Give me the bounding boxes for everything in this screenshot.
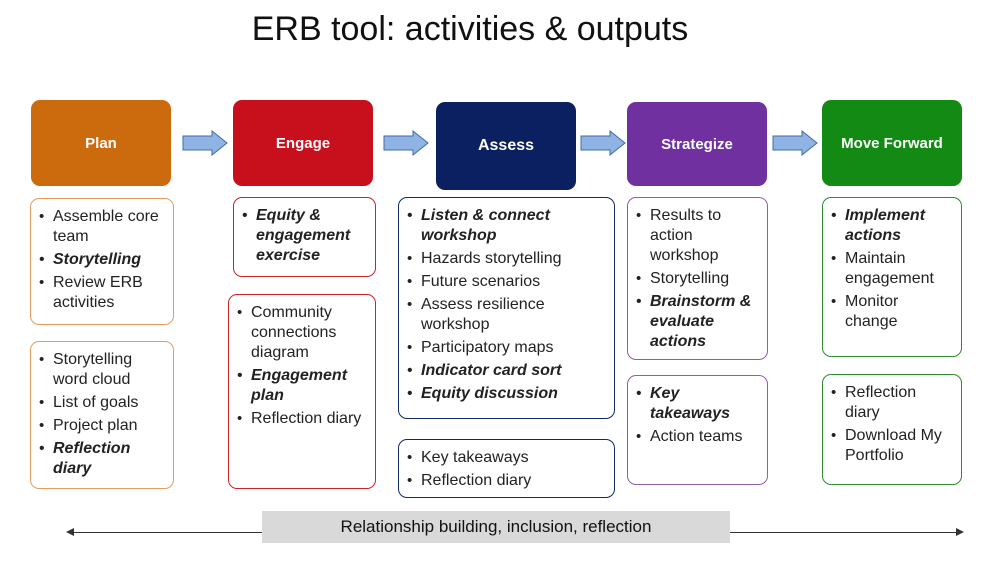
list-item: Storytelling word cloud — [39, 350, 167, 390]
list-item: Monitor change — [831, 292, 955, 332]
strategize-activities-box: Results to action workshopStorytellingBr… — [627, 197, 768, 360]
list-item: Key takeaways — [636, 384, 761, 424]
list-item: Equity discussion — [407, 384, 608, 404]
list-item: Project plan — [39, 416, 167, 436]
phase-header-engage: Engage — [233, 100, 373, 186]
list-item: Key takeaways — [407, 448, 608, 468]
move-forward-outputs-box: Reflection diaryDownload My Portfolio — [822, 374, 962, 485]
list-item: Reflection diary — [39, 439, 167, 479]
plan-activities-box: Assemble core teamStorytellingReview ERB… — [30, 198, 174, 325]
list-item: Review ERB activities — [39, 273, 167, 313]
list-item: Assemble core team — [39, 207, 167, 247]
right-arrow-icon — [383, 130, 429, 156]
list-item: Hazards storytelling — [407, 249, 608, 269]
list-item: Reflection diary — [237, 409, 369, 429]
right-arrow-icon — [772, 130, 818, 156]
list-item: Implement actions — [831, 206, 955, 246]
list-item: Assess resilience workshop — [407, 295, 608, 335]
list-item: Storytelling — [39, 250, 167, 270]
assess-outputs-box: Key takeawaysReflection diary — [398, 439, 615, 498]
arrow-left-icon — [66, 528, 74, 536]
page-title: ERB tool: activities & outputs — [251, 10, 689, 48]
list-item: Engagement plan — [237, 366, 369, 406]
engage-activities-box: Equity & engagement exercise — [233, 197, 376, 277]
timeline-label: Relationship building, inclusion, reflec… — [262, 511, 730, 543]
list-item: Results to action workshop — [636, 206, 761, 266]
list-item: Action teams — [636, 427, 761, 447]
phase-header-assess: Assess — [436, 102, 576, 190]
list-item: Equity & engagement exercise — [242, 206, 369, 266]
move-forward-activities-box: Implement actionsMaintain engagementMoni… — [822, 197, 962, 357]
assess-activities-box: Listen & connect workshopHazards storyte… — [398, 197, 615, 419]
strategize-outputs-box: Key takeawaysAction teams — [627, 375, 768, 485]
list-item: Download My Portfolio — [831, 426, 955, 466]
list-item: List of goals — [39, 393, 167, 413]
list-item: Participatory maps — [407, 338, 608, 358]
list-item: Community connections diagram — [237, 303, 369, 363]
list-item: Brainstorm & evaluate actions — [636, 292, 761, 352]
phase-header-move-forward: Move Forward — [822, 100, 962, 186]
arrow-right-icon — [956, 528, 964, 536]
list-item: Listen & connect workshop — [407, 206, 608, 246]
phase-header-strategize: Strategize — [627, 102, 767, 186]
list-item: Storytelling — [636, 269, 761, 289]
right-arrow-icon — [580, 130, 626, 156]
list-item: Maintain engagement — [831, 249, 955, 289]
list-item: Reflection diary — [407, 471, 608, 491]
plan-outputs-box: Storytelling word cloudList of goalsProj… — [30, 341, 174, 489]
list-item: Future scenarios — [407, 272, 608, 292]
list-item: Reflection diary — [831, 383, 955, 423]
engage-outputs-box: Community connections diagramEngagement … — [228, 294, 376, 489]
right-arrow-icon — [182, 130, 228, 156]
list-item: Indicator card sort — [407, 361, 608, 381]
phase-header-plan: Plan — [31, 100, 171, 186]
